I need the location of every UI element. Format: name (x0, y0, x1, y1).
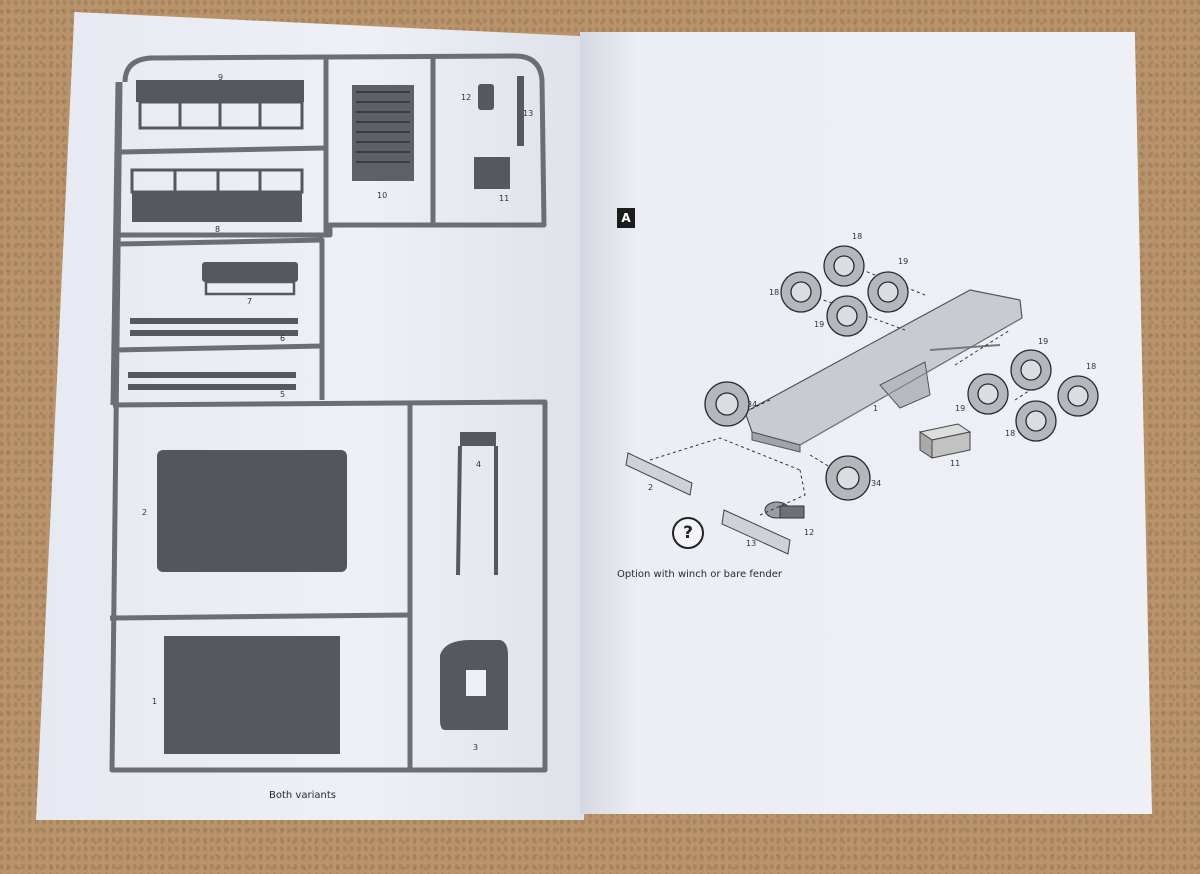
sprue-frame-top (120, 53, 547, 238)
label-wheel-19-right-top: 19 (1038, 337, 1048, 346)
left-page-caption: Both variants (269, 790, 336, 801)
part-number-9: 9 (218, 73, 223, 82)
wheel-19-top (867, 271, 909, 313)
part-number-2: 2 (142, 508, 147, 517)
wheel-19-left (826, 295, 868, 337)
part-1-panel (164, 636, 340, 754)
part-11-box (474, 157, 510, 189)
wheel-18-right-far (1057, 375, 1099, 417)
question-icon: ? (672, 517, 704, 549)
part-number-4: 4 (476, 460, 481, 469)
wheel-19-right-mid (967, 373, 1009, 415)
part-number-12: 12 (461, 93, 471, 102)
label-wheel-18-right-far: 18 (1086, 362, 1096, 371)
label-fender: 2 (648, 483, 653, 492)
step-badge: A (617, 208, 635, 228)
sprue-frame-outer (109, 81, 548, 773)
part-10-radiator (352, 85, 414, 181)
chassis-frame (744, 289, 1023, 453)
label-bumper: 13 (746, 539, 756, 548)
wheel-18-left (780, 271, 822, 313)
label-front-wheel-right: 34 (871, 479, 881, 488)
part-number-8: 8 (215, 225, 220, 234)
label-wheel-18-right-low: 18 (1005, 429, 1015, 438)
part-number-3: 3 (473, 743, 478, 752)
wheel-34-left (704, 381, 750, 427)
wheel-19-right-top (1010, 349, 1052, 391)
part-2-panel (157, 450, 347, 572)
part-number-5: 5 (280, 390, 285, 399)
part-4-frame (456, 432, 498, 576)
part-6-rail (130, 318, 298, 336)
part-number-6: 6 (280, 334, 285, 343)
battery-box (918, 423, 972, 459)
label-chassis: 1 (873, 404, 878, 413)
bumper-part (721, 509, 791, 555)
part-number-7: 7 (247, 297, 252, 306)
wheel-18-top (823, 245, 865, 287)
label-wheel-19-right-mid: 19 (955, 404, 965, 413)
wheel-18-right-low (1015, 400, 1057, 442)
wheel-34-right (825, 455, 871, 501)
right-page (580, 32, 1152, 814)
fender-part (625, 452, 693, 496)
label-wheel-19-top: 19 (898, 257, 908, 266)
label-winch: 12 (804, 528, 814, 537)
part-8-rack (130, 168, 304, 222)
option-caption: Option with winch or bare fender (617, 569, 782, 580)
part-number-10: 10 (377, 191, 387, 200)
part-7-tank (202, 262, 298, 296)
part-5-rail (128, 372, 296, 390)
label-wheel-18-left: 18 (769, 288, 779, 297)
part-number-1: 1 (152, 697, 157, 706)
label-battery: 11 (950, 459, 960, 468)
label-front-wheel-left: 34 (747, 400, 757, 409)
label-wheel-18-top: 18 (852, 232, 862, 241)
part-number-11: 11 (499, 194, 509, 203)
part-13-bar (517, 76, 524, 146)
part-number-13: 13 (523, 109, 533, 118)
part-9-rack (136, 80, 304, 130)
label-wheel-19-left: 19 (814, 320, 824, 329)
part-3-cab-back (440, 640, 508, 730)
winch-part (764, 501, 805, 519)
part-12-winch (478, 84, 494, 110)
